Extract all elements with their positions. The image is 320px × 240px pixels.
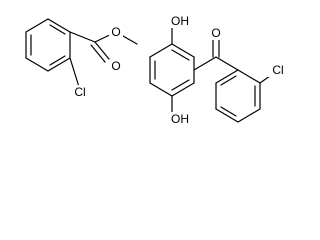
right-chlorine-label: Cl xyxy=(272,63,283,77)
left-ring-chlorine-bond xyxy=(69,57,80,88)
ester-carbonyl-oxygen-label: O xyxy=(111,59,120,73)
left-chlorine-label: Cl xyxy=(74,85,85,99)
right-benzene-ring xyxy=(215,69,271,123)
bottom-hydroxyl-label: OH xyxy=(171,112,189,126)
chemical-structure: O O Cl OH OH O Cl xyxy=(25,14,288,126)
ketone-oxygen-label: O xyxy=(211,26,220,40)
top-hydroxyl-label: OH xyxy=(171,14,189,28)
central-benzene-ring xyxy=(149,43,195,97)
left-benzene-ring xyxy=(25,18,71,72)
ester-group xyxy=(69,31,138,63)
atom-labels: O O Cl OH OH O Cl xyxy=(70,14,288,126)
ketone-group xyxy=(193,39,239,71)
ester-oxygen-label: O xyxy=(111,25,120,39)
